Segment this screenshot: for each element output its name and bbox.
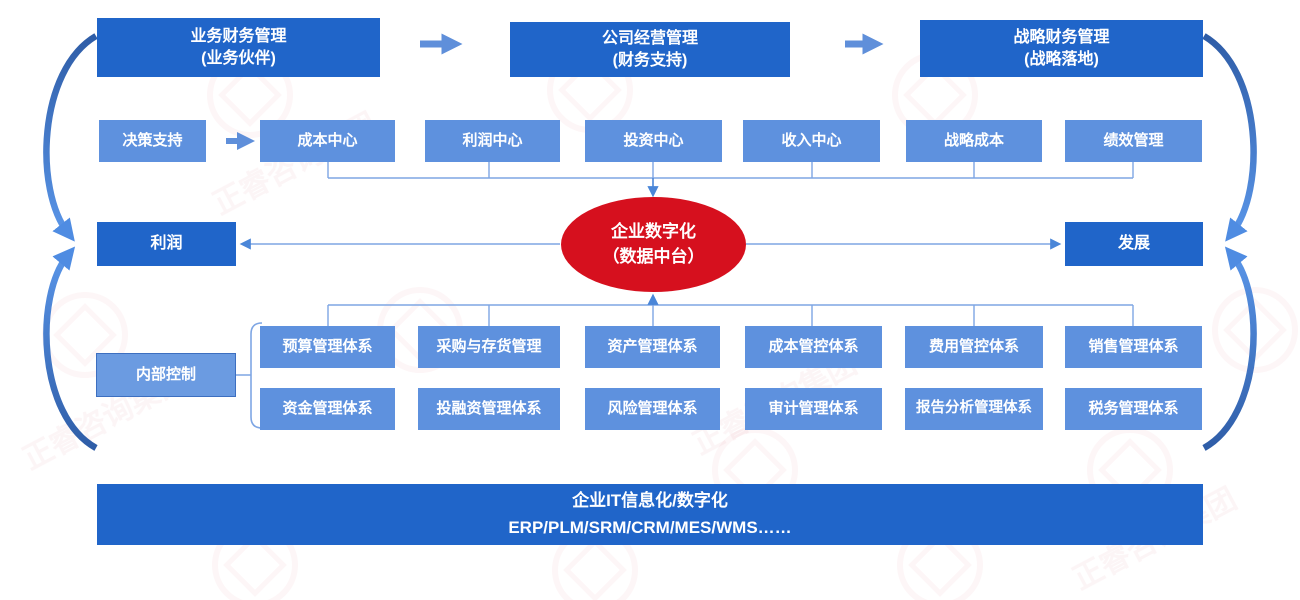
core-ellipse-line1: 企业数字化 — [611, 221, 696, 241]
top-box-strategic-finance: 战略财务管理 (战略落地) — [920, 20, 1203, 77]
system-box-cost-control: 成本管控体系 — [745, 326, 882, 368]
center-box-revenue-center: 收入中心 — [743, 120, 880, 162]
result-box-profit-label: 利润 — [150, 235, 183, 253]
center-box-revenue-center-label: 收入中心 — [781, 131, 842, 149]
system-box-report-analysis: 报告分析管理体系 — [905, 388, 1043, 430]
top-box-business-finance-line2: (业务伙伴) — [201, 49, 276, 67]
system-box-audit: 审计管理体系 — [745, 388, 882, 430]
system-box-asset-label: 资产管理体系 — [607, 337, 698, 355]
center-box-decision-support-label: 决策支持 — [122, 131, 183, 149]
top-box-strategic-finance-line2: (战略落地) — [1024, 50, 1099, 68]
it-bar-line1: 企业IT信息化/数字化 — [572, 491, 728, 511]
system-box-tax-label: 税务管理体系 — [1088, 399, 1179, 417]
system-box-sales: 销售管理体系 — [1065, 326, 1202, 368]
top-box-company-operation-line2: (财务支持) — [612, 51, 688, 69]
system-box-audit-label: 审计管理体系 — [768, 399, 859, 417]
curved-arrow-right-top-icon — [1202, 33, 1257, 242]
core-ellipse-line2: （数据中台） — [602, 246, 705, 266]
center-box-performance-management: 绩效管理 — [1065, 120, 1202, 162]
internal-control-box: 内部控制 — [96, 353, 236, 397]
system-box-capital: 资金管理体系 — [260, 388, 395, 430]
center-box-profit-center: 利润中心 — [425, 120, 560, 162]
system-box-investment-financing: 投融资管理体系 — [418, 388, 560, 430]
center-box-decision-support: 决策支持 — [99, 120, 206, 162]
system-box-procurement-inventory-label: 采购与存货管理 — [436, 337, 542, 355]
system-box-investment-financing-label: 投融资管理体系 — [436, 399, 542, 417]
top-box-business-finance-line1: 业务财务管理 — [190, 27, 287, 45]
system-box-capital-label: 资金管理体系 — [282, 399, 373, 417]
center-box-cost-center: 成本中心 — [260, 120, 395, 162]
top-box-strategic-finance-line1: 战略财务管理 — [1013, 28, 1110, 46]
center-box-strategic-cost-label: 战略成本 — [943, 131, 1004, 149]
curved-arrow-left-top-icon — [43, 33, 98, 242]
result-box-development: 发展 — [1065, 222, 1203, 266]
top-connector-tree — [327, 162, 1134, 179]
center-box-profit-center-label: 利润中心 — [462, 131, 523, 149]
result-box-profit: 利润 — [97, 222, 236, 266]
system-box-budget-label: 预算管理体系 — [282, 337, 373, 355]
system-box-expense-control: 费用管控体系 — [905, 326, 1043, 368]
system-box-sales-label: 销售管理体系 — [1088, 337, 1179, 355]
top-box-company-operation-line1: 公司经营管理 — [601, 29, 698, 47]
system-box-risk: 风险管理体系 — [585, 388, 720, 430]
core-ellipse-digitalization: 企业数字化 （数据中台） — [561, 197, 746, 292]
center-box-performance-management-label: 绩效管理 — [1103, 131, 1164, 149]
system-box-cost-control-label: 成本管控体系 — [768, 337, 859, 355]
system-box-budget: 预算管理体系 — [260, 326, 395, 368]
system-box-report-analysis-label: 报告分析管理体系 — [916, 400, 1032, 417]
it-infrastructure-bar: 企业IT信息化/数字化 ERP/PLM/SRM/CRM/MES/WMS…… — [97, 484, 1203, 545]
system-box-procurement-inventory: 采购与存货管理 — [418, 326, 560, 368]
system-box-expense-control-label: 费用管控体系 — [928, 337, 1019, 355]
internal-control-label: 内部控制 — [135, 365, 196, 383]
center-box-investment-center: 投资中心 — [585, 120, 722, 162]
center-box-investment-center-label: 投资中心 — [623, 131, 684, 149]
it-bar-line2: ERP/PLM/SRM/CRM/MES/WMS…… — [508, 517, 792, 537]
top-box-business-finance: 业务财务管理 (业务伙伴) — [97, 18, 380, 77]
bottom-connector-tree — [327, 304, 1134, 326]
system-box-risk-label: 风险管理体系 — [607, 399, 698, 417]
internal-control-bracket — [236, 322, 263, 429]
curved-arrow-left-bottom-icon — [43, 246, 98, 451]
center-box-cost-center-label: 成本中心 — [297, 131, 358, 149]
top-box-company-operation: 公司经营管理 (财务支持) — [510, 22, 790, 77]
curved-arrow-right-bottom-icon — [1202, 246, 1257, 451]
center-box-strategic-cost: 战略成本 — [906, 120, 1042, 162]
system-box-tax: 税务管理体系 — [1065, 388, 1202, 430]
result-box-development-label: 发展 — [1117, 235, 1150, 253]
system-box-asset: 资产管理体系 — [585, 326, 720, 368]
